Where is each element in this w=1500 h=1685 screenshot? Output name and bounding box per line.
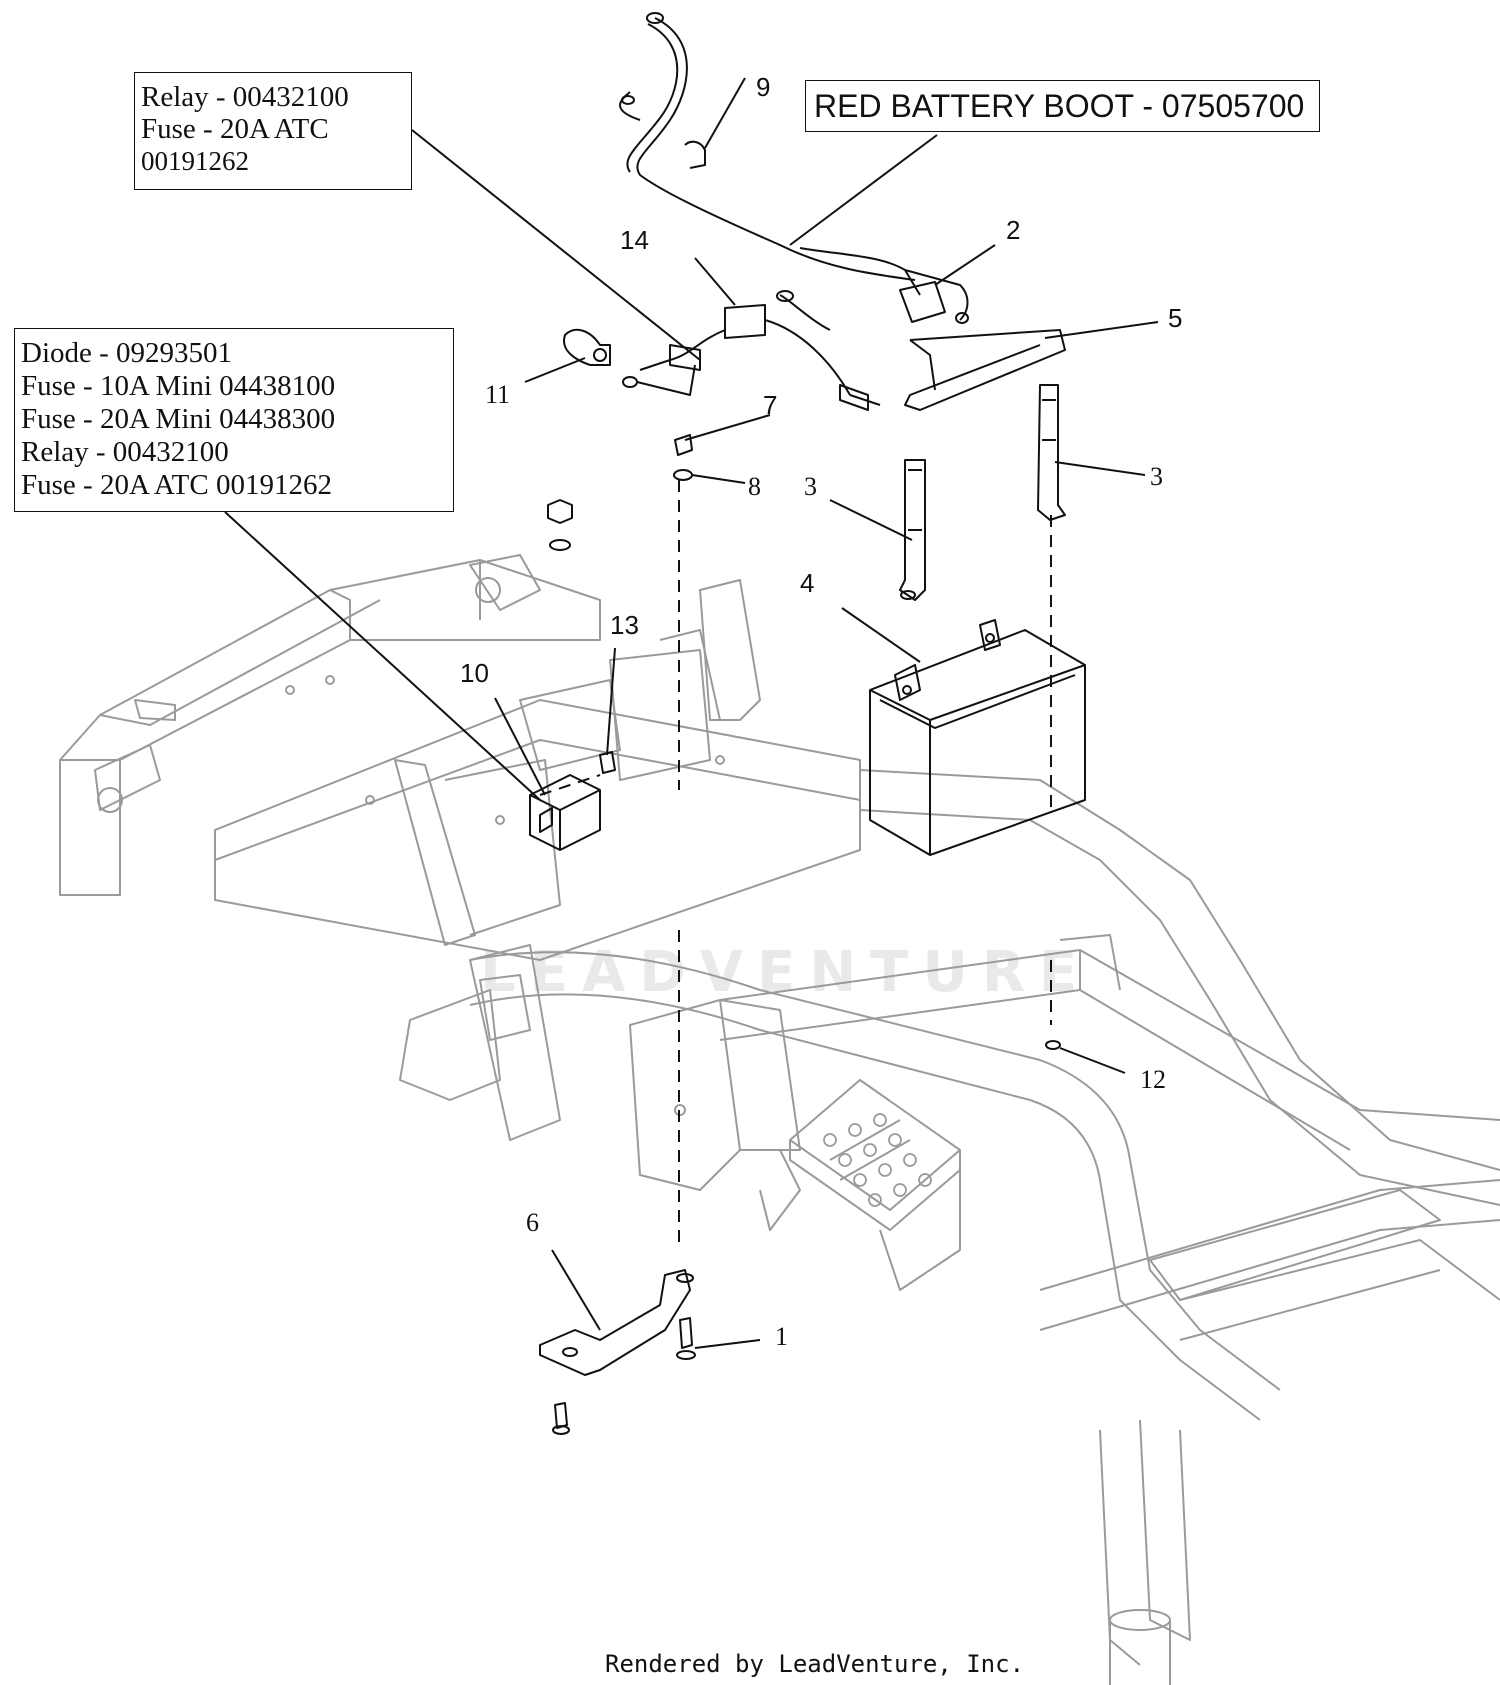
diode-fuse-line-3: Fuse - 20A Mini 04438300 [21,403,336,435]
part-number-8[interactable]: 8 [748,472,761,501]
relay-fuse-callout: Relay - 00432100 Fuse - 20A ATC 00191262 [134,72,412,190]
diode-fuse-callout: Diode - 09293501 Fuse - 10A Mini 0443810… [14,328,454,512]
part-number-6[interactable]: 6 [526,1208,539,1237]
parts [529,12,1086,1435]
assembly-lines [539,480,1052,1245]
part-number-3-right[interactable]: 3 [1150,462,1163,491]
part-number-12[interactable]: 12 [1140,1065,1166,1094]
part-number-14[interactable]: 14 [620,225,649,255]
diode-fuse-line-1: Diode - 09293501 [21,337,233,369]
footer-credit: Rendered by LeadVenture, Inc. [605,1650,1025,1678]
part-number-4[interactable]: 4 [800,568,815,598]
battery-boot-label: RED BATTERY BOOT - 07505700 [814,88,1305,124]
step-plate-holes [823,1113,932,1207]
part-number-11[interactable]: 11 [485,380,511,409]
part-number-3-left[interactable]: 3 [804,472,817,501]
diode-fuse-line-2: Fuse - 10A Mini 04438100 [21,370,336,402]
battery-boot-callout: RED BATTERY BOOT - 07505700 [805,80,1320,132]
diode-fuse-line-4: Relay - 00432100 [21,436,229,468]
part-number-10[interactable]: 10 [460,658,489,688]
part-number-9[interactable]: 9 [756,72,771,102]
relay-fuse-line-2: Fuse - 20A ATC [141,113,329,145]
leader-lines [224,77,1159,1349]
part-number-5[interactable]: 5 [1168,303,1183,333]
part-number-2[interactable]: 2 [1006,215,1021,245]
part-number-13[interactable]: 13 [610,610,639,640]
mower-frame [59,554,1500,1685]
part-number-7[interactable]: 7 [763,390,778,420]
part-number-1[interactable]: 1 [775,1322,788,1351]
relay-fuse-line-3: 00191262 [141,146,249,176]
diode-fuse-line-5: Fuse - 20A ATC 00191262 [21,469,332,501]
relay-fuse-line-1: Relay - 00432100 [141,81,349,113]
